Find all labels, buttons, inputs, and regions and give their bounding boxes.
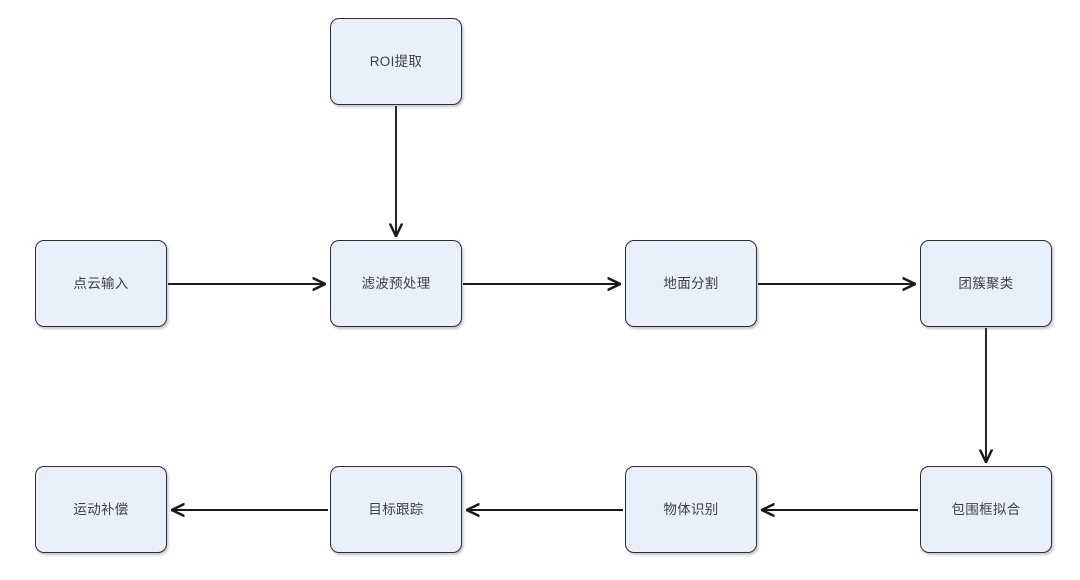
node-label: 地面分割 bbox=[663, 275, 719, 291]
node-ground-segmentation[interactable]: 地面分割 bbox=[625, 240, 757, 327]
node-point-cloud-input[interactable]: 点云输入 bbox=[35, 240, 167, 327]
node-roi-extraction[interactable]: ROI提取 bbox=[330, 18, 462, 105]
node-object-recognition[interactable]: 物体识别 bbox=[625, 466, 757, 553]
node-filter-preprocessing[interactable]: 滤波预处理 bbox=[330, 240, 462, 327]
node-label: 点云输入 bbox=[73, 275, 129, 291]
node-label: 运动补偿 bbox=[73, 501, 129, 517]
node-motion-compensation[interactable]: 运动补偿 bbox=[35, 466, 167, 553]
node-target-tracking[interactable]: 目标跟踪 bbox=[330, 466, 462, 553]
node-label: 目标跟踪 bbox=[368, 501, 424, 517]
node-label: 滤波预处理 bbox=[361, 275, 431, 291]
node-label: 包围框拟合 bbox=[951, 501, 1021, 517]
node-label: 团簇聚类 bbox=[958, 275, 1014, 291]
node-label: 物体识别 bbox=[663, 501, 719, 517]
node-cluster-clustering[interactable]: 团簇聚类 bbox=[920, 240, 1052, 327]
node-bounding-box-fitting[interactable]: 包围框拟合 bbox=[920, 466, 1052, 553]
node-label: ROI提取 bbox=[369, 53, 423, 69]
